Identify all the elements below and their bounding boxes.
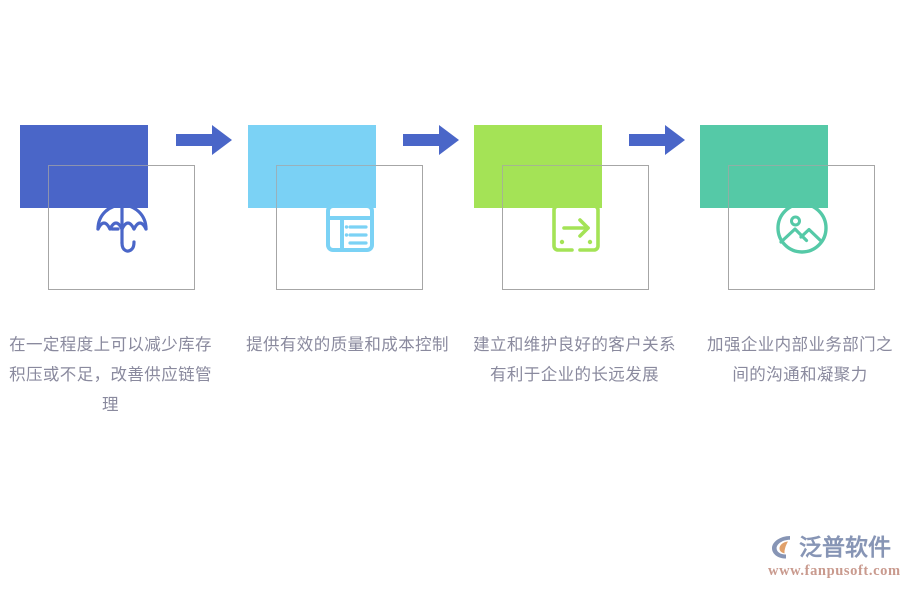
step-2-tint-overlay: [276, 165, 376, 208]
step-card-1: [10, 115, 210, 445]
step-4-caption: 加强企业内部业务部门之间的沟通和凝聚力: [707, 335, 893, 384]
exit-door-arrow-icon: [502, 165, 649, 290]
step-1-caption: 在一定程度上可以减少库存积压或不足，改善供应链管理: [9, 335, 212, 414]
table-list-icon: [276, 165, 423, 290]
image-photo-icon: [728, 165, 875, 290]
step-4-graphic: [690, 115, 890, 300]
step-2-caption: 提供有效的质量和成本控制: [246, 335, 449, 354]
step-2-graphic: [238, 115, 438, 300]
arrow-step3-to-step4: [629, 125, 685, 155]
logo-brand-name: 泛普软件: [799, 534, 891, 560]
step-4-tint-overlay: [728, 165, 828, 208]
arrow-step2-to-step3: [403, 125, 459, 155]
step-3-outline-box: [502, 165, 649, 290]
arrow-step1-to-step2: [176, 125, 232, 155]
step-4-outline-box: [728, 165, 875, 290]
watermark-logo: 泛普软件 www.fanpusoft.com: [768, 532, 900, 584]
step-3-tint-overlay: [502, 165, 602, 208]
umbrella-icon: [48, 165, 195, 290]
step-2-color-block: [248, 125, 376, 208]
logo-url-text: www.fanpusoft.com: [768, 563, 900, 579]
step-2-outline-box: [276, 165, 423, 290]
step-1-tint-overlay: [48, 165, 148, 208]
step-3-color-block: [474, 125, 602, 208]
fanpu-logo-mark-icon: [768, 533, 796, 561]
step-3-graphic: [464, 115, 664, 300]
step-3-caption: 建立和维护良好的客户关系有利于企业的长远发展: [473, 335, 676, 384]
step-card-4: [690, 115, 890, 445]
step-card-2: [238, 115, 438, 445]
step-1-graphic: [10, 115, 210, 300]
step-4-color-block: [700, 125, 828, 208]
logo-row: 泛普软件: [768, 532, 893, 562]
step-1-color-block: [20, 125, 148, 208]
step-1-outline-box: [48, 165, 195, 290]
step-card-3: [464, 115, 664, 445]
